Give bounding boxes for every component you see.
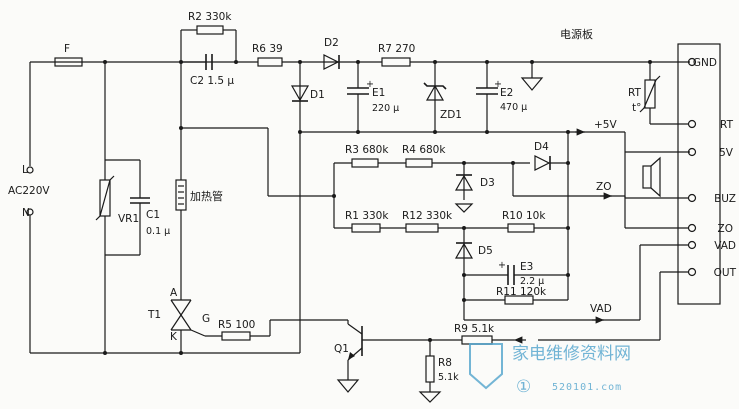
pin-vad: VAD — [714, 240, 736, 252]
label-r4: R4 680k — [402, 144, 446, 156]
label-q1: Q1 — [334, 343, 349, 355]
label-r1: R1 330k — [345, 210, 389, 222]
pin-rt: RT — [720, 119, 734, 131]
r2-c2-network — [180, 25, 238, 70]
label-live: L — [22, 164, 28, 176]
diode-d5 — [454, 228, 474, 302]
label-r5: R5 100 — [218, 319, 255, 331]
diode-d1 — [290, 60, 310, 353]
diode-d2 — [318, 54, 344, 70]
watermark-logo-icon — [469, 343, 503, 390]
label-gate: G — [202, 313, 210, 325]
label-e3: E3 — [520, 261, 533, 273]
varistor-vr1 — [95, 60, 115, 355]
label-e1: E1 — [372, 87, 385, 99]
svg-text:+: + — [494, 79, 502, 90]
label-neutral: N — [22, 207, 30, 219]
ground-top — [520, 60, 544, 91]
label-r3: R3 680k — [345, 144, 389, 156]
svg-text:+: + — [498, 260, 506, 271]
svg-text:+: + — [366, 79, 374, 90]
label-c1-value: 0.1 μ — [146, 226, 170, 237]
resistor-r11 — [464, 273, 570, 305]
diode-d3 — [454, 163, 474, 213]
label-d1: D1 — [310, 89, 325, 101]
cap-e3: + — [464, 260, 568, 285]
board-title: 电源板 — [560, 27, 593, 41]
label-heater: 加热管 — [190, 189, 223, 203]
zener-zd1 — [423, 60, 447, 134]
capacitor-c1 — [105, 159, 150, 256]
label-d5: D5 — [478, 245, 493, 257]
heater-column — [175, 60, 334, 300]
pin-buz: BUZ — [714, 193, 736, 205]
label-rt: RT — [628, 87, 642, 99]
label-d4: D4 — [534, 141, 549, 153]
watermark-url: 520101.com — [552, 382, 622, 393]
label-d2: D2 — [324, 37, 339, 49]
diode-d4 — [534, 130, 570, 275]
label-r12: R12 330k — [402, 210, 453, 222]
label-rt-temp: t° — [632, 102, 641, 114]
resistor-r6 — [257, 57, 283, 67]
label-net-zo: ZO — [596, 181, 611, 193]
label-r8: R8 — [438, 357, 452, 369]
resistor-r7 — [381, 57, 411, 67]
label-r2: R2 330k — [188, 11, 232, 23]
resistor-r8 — [418, 340, 442, 403]
label-cathode: K — [170, 331, 178, 343]
resistor-r5 — [221, 319, 348, 341]
label-t1: T1 — [147, 309, 161, 321]
label-r6: R6 39 — [252, 43, 283, 55]
label-e2: E2 — [500, 87, 513, 99]
sense-network — [334, 223, 568, 233]
label-d3: D3 — [480, 177, 495, 189]
label-r8-value: 5.1k — [438, 372, 459, 383]
label-e3-value: 2.2 μ — [520, 276, 544, 287]
transistor-q1 — [336, 320, 430, 393]
out-line — [514, 271, 688, 344]
label-fuse: F — [64, 43, 70, 55]
label-e1-value: 220 μ — [372, 103, 399, 114]
vad-line — [463, 244, 688, 324]
pin-5v: 5V — [719, 147, 734, 159]
label-e2-value: 470 μ — [500, 102, 527, 113]
watermark-text: 家电维修资料网 — [512, 344, 631, 364]
label-ac: AC220V — [8, 185, 50, 197]
triac-t1 — [170, 299, 222, 355]
label-r10: R10 10k — [502, 210, 546, 222]
label-r9: R9 5.1k — [454, 323, 495, 335]
buzzer — [624, 152, 688, 199]
pin-gnd: GND — [693, 57, 717, 69]
cap-e1: + — [347, 60, 374, 134]
label-net-vad: VAD — [590, 303, 612, 315]
label-vr1: VR1 — [118, 213, 139, 225]
label-r7: R7 270 — [378, 43, 415, 55]
pin-zo: ZO — [718, 223, 733, 235]
thermistor-rt — [639, 60, 688, 125]
watermark-circle: ① — [516, 377, 531, 397]
label-c2: C2 1.5 μ — [190, 75, 234, 87]
watermark: 家电维修资料网 ① 520101.com — [469, 343, 631, 397]
connector-block — [677, 43, 721, 305]
fuse-f — [54, 57, 83, 67]
label-r11: R11 120k — [496, 286, 547, 298]
label-zd1: ZD1 — [440, 109, 462, 121]
cap-e2: + — [476, 60, 502, 134]
label-net-5v: +5V — [594, 119, 617, 131]
label-anode: A — [170, 287, 178, 299]
pin-out: OUT — [714, 267, 737, 279]
label-c1: C1 — [146, 209, 160, 221]
divider-network — [332, 158, 688, 229]
resistor-r9 — [428, 335, 514, 345]
